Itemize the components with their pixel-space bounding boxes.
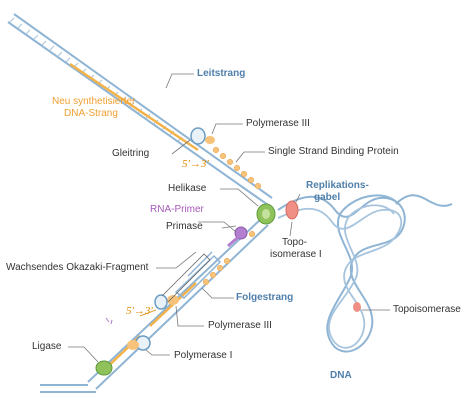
- label-folgestrang: Folgestrang: [236, 292, 294, 303]
- helicase-icon: [256, 203, 276, 225]
- new-leading-strand: [69, 62, 199, 152]
- label-polymerase1: Polymerase I: [174, 350, 233, 361]
- label-gleitring: Gleitring: [112, 148, 150, 159]
- label-polymerase3-bottom: Polymerase III: [208, 320, 272, 331]
- polymerase3-top-icon: [205, 136, 215, 144]
- dna-helix: [277, 194, 453, 353]
- leading-strand: [7, 13, 273, 206]
- label-replikationsgabel-line1: Replikations-: [306, 180, 369, 191]
- label-dna: DNA: [330, 370, 352, 381]
- topoisomerase-icon: [353, 302, 361, 312]
- label-leitstrang: Leitstrang: [197, 68, 246, 79]
- okazaki-bracket: [161, 253, 211, 303]
- label-topo-line1: Topo-: [282, 237, 308, 248]
- label-ssb: Single Strand Binding Protein: [268, 146, 399, 157]
- nick-marks-icon: [105, 317, 113, 325]
- label-polymerase3-top: Polymerase III: [246, 118, 310, 129]
- label-topo-line2: isomerase I: [270, 249, 322, 260]
- topoisomerase-1-icon: [285, 200, 299, 220]
- label-new-strand-line1: Neu synthetisierter: [52, 96, 136, 107]
- ligase-icon: [95, 360, 113, 376]
- label-helikase: Helikase: [168, 183, 207, 194]
- ssb-beads: [212, 146, 262, 190]
- label-5to3-bottom: 5'→3': [126, 305, 153, 317]
- label-new-strand-line2: DNA-Strang: [64, 108, 118, 119]
- label-5to3-top: 5'→3': [182, 158, 209, 170]
- label-okazaki: Wachsendes Okazaki-Fragment: [6, 262, 149, 273]
- leader-lines: [68, 73, 390, 363]
- lagging-strand: [40, 217, 269, 393]
- rna-primer-icon: [227, 230, 245, 248]
- label-replikationsgabel-line2: gabel: [314, 192, 341, 203]
- label-rna-primer: RNA-Primer: [150, 204, 204, 215]
- polymerase3-bottom-icon: [167, 295, 179, 305]
- label-primase: Primase: [166, 221, 203, 232]
- sliding-clamp-bottom-icon: [154, 294, 168, 310]
- label-topoisomerase: Topoisomerase: [393, 304, 461, 315]
- sliding-clamp-top-icon: [190, 127, 206, 145]
- label-ligase: Ligase: [32, 341, 62, 352]
